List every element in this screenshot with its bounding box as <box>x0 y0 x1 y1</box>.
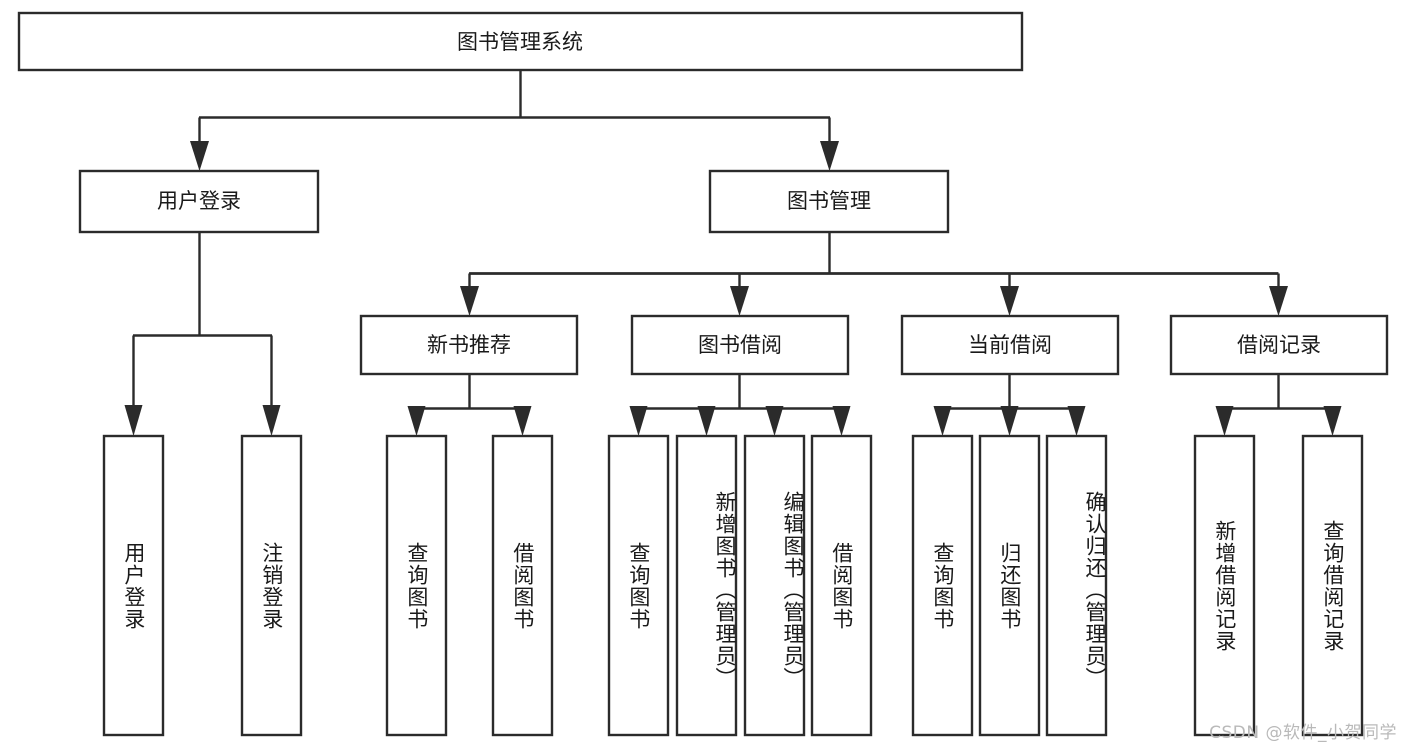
node-book-borrow[interactable]: 图书借阅 <box>630 314 850 376</box>
node-book-borrow-label: 图书借阅 <box>698 333 782 357</box>
node-user-login-rect <box>78 169 320 234</box>
node-root-rect <box>17 11 1024 72</box>
node-book-management-label: 图书管理 <box>787 189 871 213</box>
leaf-borrow-book-1-rect[interactable] <box>491 434 554 737</box>
node-borrow-record[interactable]: 借阅记录 <box>1169 314 1389 376</box>
leaf-logout-rect[interactable] <box>240 434 303 737</box>
csdn-watermark: CSDN @软件_小贺同学 <box>1209 723 1397 743</box>
leaf-query-record-rect[interactable] <box>1301 434 1364 737</box>
connector-current-borrow-to-leaves <box>933 374 1086 436</box>
arrow-to-leaf-query-record <box>1323 406 1342 436</box>
arrow-to-leaf-user-login <box>124 405 143 436</box>
node-book-management[interactable]: 图书管理 <box>708 169 950 234</box>
arrow-to-leaf-add-record <box>1215 406 1234 436</box>
leaf-query-book-2-rect[interactable] <box>607 434 670 737</box>
arrow-to-leaf-add-book <box>697 406 716 436</box>
arrow-to-leaf-logout <box>262 405 281 436</box>
connector-borrow-record-to-leaves <box>1215 374 1342 436</box>
connector-book-management-to-level2 <box>460 232 1288 316</box>
node-current-borrow-label: 当前借阅 <box>968 333 1052 357</box>
node-new-book-recommend-label: 新书推荐 <box>427 333 511 357</box>
node-root-label: 图书管理系统 <box>457 30 583 54</box>
arrow-to-book-management <box>820 141 839 171</box>
arrow-to-leaf-query-book-2 <box>629 406 648 436</box>
arrow-to-new-book-recommend <box>460 286 479 316</box>
arrow-to-leaf-borrow-book-2 <box>832 406 851 436</box>
node-new-book-recommend-rect <box>359 314 579 376</box>
leaf-borrow-book-2-rect[interactable] <box>810 434 873 737</box>
arrow-to-current-borrow <box>1000 286 1019 316</box>
node-current-borrow-rect <box>900 314 1120 376</box>
connector-root-to-level1 <box>190 70 839 171</box>
node-root[interactable]: 图书管理系统 <box>17 11 1024 72</box>
arrow-to-leaf-confirm-return <box>1067 406 1086 436</box>
arrow-to-leaf-borrow-book-1 <box>513 406 532 436</box>
arrow-to-leaf-edit-book <box>765 406 784 436</box>
connector-user-login-to-leaves <box>124 232 281 436</box>
leaf-return-book-rect[interactable] <box>978 434 1041 737</box>
connector-book-borrow-to-leaves <box>629 374 851 436</box>
arrow-to-user-login <box>190 141 209 171</box>
leaf-edit-book-rect[interactable] <box>743 434 806 737</box>
arrow-to-book-borrow <box>730 286 749 316</box>
arrow-to-leaf-query-book-3 <box>933 406 952 436</box>
node-current-borrow[interactable]: 当前借阅 <box>900 314 1120 376</box>
arrow-to-leaf-query-book-1 <box>407 406 426 436</box>
arrow-to-leaf-return-book <box>1000 406 1019 436</box>
node-new-book-recommend[interactable]: 新书推荐 <box>359 314 579 376</box>
node-borrow-record-label: 借阅记录 <box>1237 333 1321 357</box>
leaf-add-book-rect[interactable] <box>675 434 738 737</box>
connector-new-book-recommend-to-leaves <box>407 374 532 436</box>
node-user-login-label: 用户登录 <box>157 189 241 213</box>
leaf-add-record-rect[interactable] <box>1193 434 1256 737</box>
leaf-query-book-3-rect[interactable] <box>911 434 974 737</box>
leaf-query-book-1-rect[interactable] <box>385 434 448 737</box>
arrow-to-borrow-record <box>1269 286 1288 316</box>
node-user-login[interactable]: 用户登录 <box>78 169 320 234</box>
leaf-confirm-return-rect[interactable] <box>1045 434 1108 737</box>
leaf-user-login-rect[interactable] <box>102 434 165 737</box>
